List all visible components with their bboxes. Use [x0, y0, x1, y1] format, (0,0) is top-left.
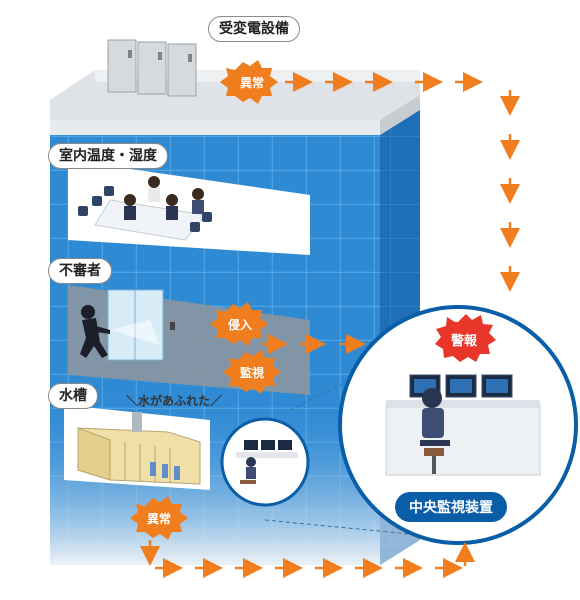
- water-overflow-text: 水があふれた: [138, 394, 211, 408]
- flow-arrows-bottom: [140, 540, 475, 578]
- intruder-figure: [80, 305, 110, 358]
- anomaly-bottom-text: 異常: [146, 512, 171, 526]
- meeting-people: [124, 176, 204, 220]
- power-equipment-label: 受変電設備: [208, 16, 300, 42]
- meeting-room-panel: [68, 160, 310, 255]
- operator-small-circle: [220, 417, 310, 507]
- intruder-label: 不審者: [48, 258, 112, 284]
- anomaly-bottom-burst: [130, 496, 188, 540]
- intrusion-text: 侵入: [227, 318, 252, 332]
- water-tank: [77, 412, 201, 485]
- central-monitor-label: 中央監視装置: [395, 492, 507, 522]
- intrusion-burst: [210, 302, 268, 346]
- monitoring-burst: [223, 350, 281, 394]
- anomaly-top-text: 異常: [239, 76, 264, 90]
- power-equipment-cabinets: [107, 39, 197, 97]
- chairs: [78, 186, 212, 232]
- central-monitor-circle: [338, 305, 578, 545]
- monitoring-text: 監視: [239, 366, 264, 380]
- water-overflow-label: ＼水があふれた／: [126, 394, 223, 408]
- alarm-burst: [435, 314, 496, 362]
- flow-arrows-top: [285, 72, 520, 292]
- room-temp-label: 室内温度・湿度: [48, 143, 168, 169]
- alarm-text: 警報: [450, 334, 477, 349]
- door-sensor: [170, 322, 175, 330]
- anomaly-top-burst: [220, 60, 278, 104]
- water-tank-label: 水槽: [48, 383, 98, 409]
